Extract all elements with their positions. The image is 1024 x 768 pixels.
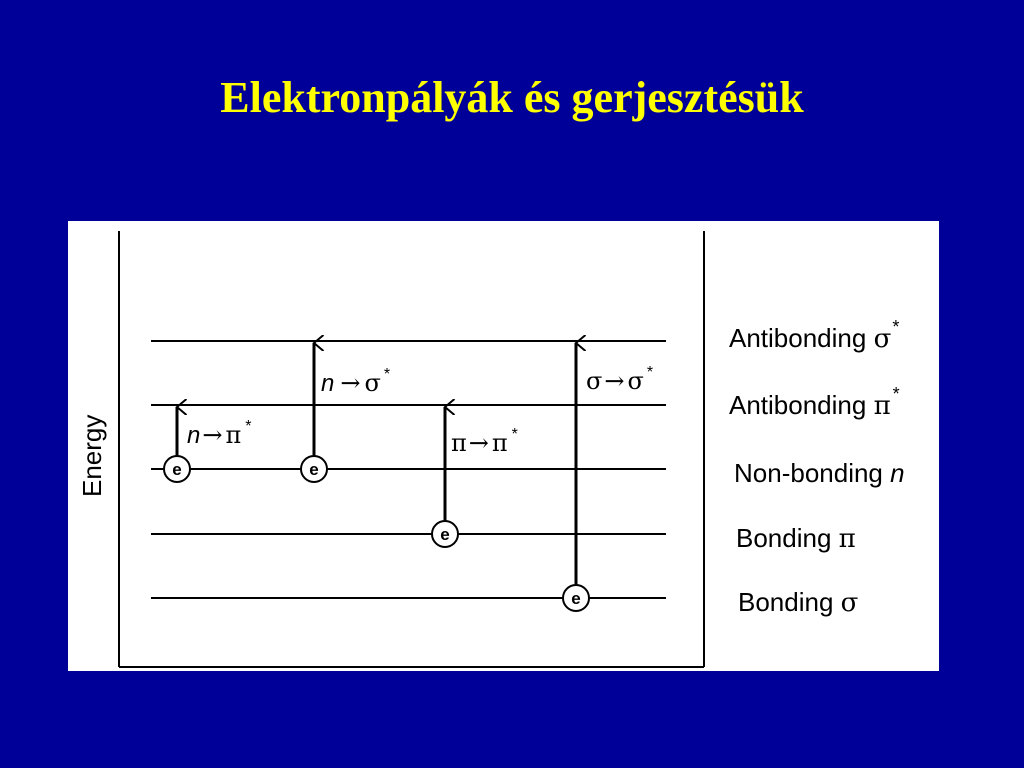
orbital-label-antibonding-pi: Antibonding π* [729, 384, 900, 421]
orbital-label-non-bonding-n: Non-bonding n [734, 458, 905, 488]
electron-sigma: e [562, 584, 590, 612]
electron-symbol: e [440, 525, 449, 544]
electron-n-2: e [300, 455, 328, 483]
slide-title: Elektronpályák és gerjesztésük [220, 73, 804, 122]
transition-label-sigma-to-sigma-star: σ→σ* [586, 364, 653, 395]
electron-symbol: e [172, 460, 181, 479]
electron-n-1: e [163, 455, 191, 483]
orbital-label-bonding-sigma: Bonding σ [738, 587, 858, 618]
transition-label-pi-to-pi-star: π→π* [451, 426, 518, 457]
transition-label-n-to-pi-star: n→π* [187, 418, 251, 449]
electron-symbol: e [571, 589, 580, 608]
orbital-label-antibonding-sigma: Antibonding σ* [729, 317, 899, 354]
energy-axis-label: Energy [77, 415, 107, 497]
electron-symbol: e [309, 460, 318, 479]
electron-pi: e [431, 520, 459, 548]
orbital-label-bonding-pi: Bonding π [736, 523, 856, 554]
energy-diagram-panel: Energy e e e e n→π* [68, 221, 939, 671]
transition-label-n-to-sigma-star: n→σ* [321, 366, 390, 397]
energy-level-diagram: Energy e e e e n→π* [77, 231, 905, 668]
